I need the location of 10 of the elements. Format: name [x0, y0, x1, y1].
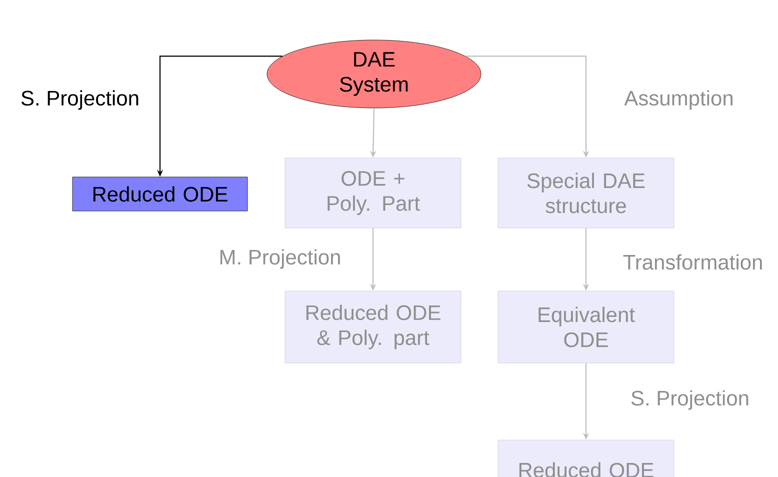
process-box: Equivalent ODE [498, 290, 674, 364]
process-box: Special DAE structure [498, 158, 674, 228]
process-box: ODE + Poly. Part [284, 158, 462, 228]
edge-label: S. Projection [21, 90, 138, 110]
process-box: Reduced ODE [72, 176, 248, 212]
edge-label: Transformation [623, 254, 762, 270]
process-box: Reduced ODE & Poly. part [284, 290, 462, 364]
edge-label: M. Projection [220, 249, 340, 269]
edge-label: Assumption [624, 90, 732, 110]
edge-label: S. Projection [631, 390, 748, 410]
